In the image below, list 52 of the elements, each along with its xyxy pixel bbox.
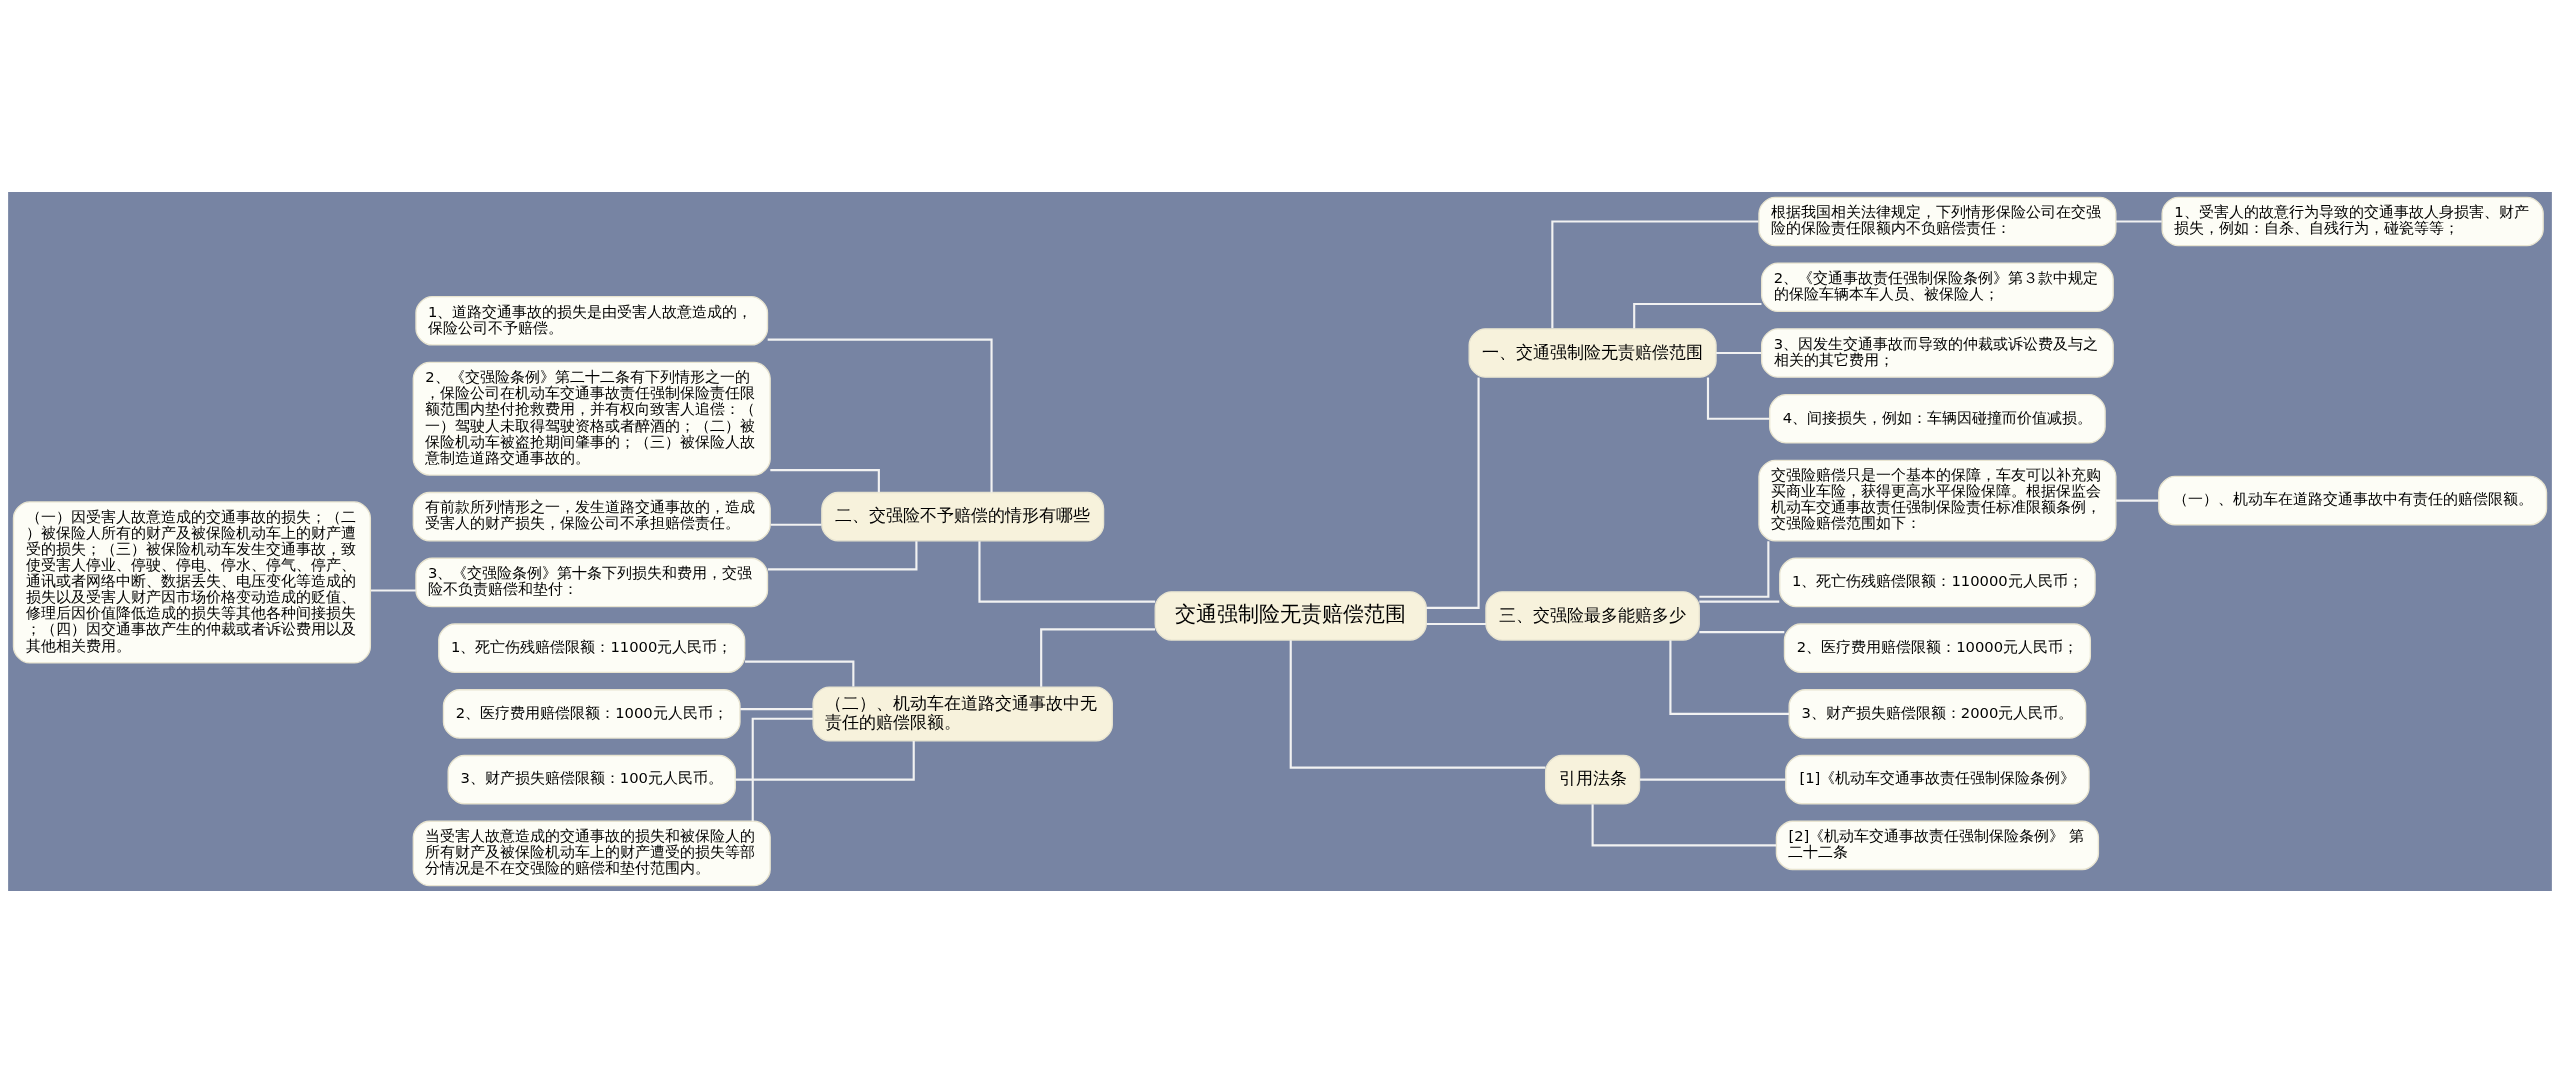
- node-box: 交强险赔偿只是一个基本的保障，车友可以补充购买商业车险，获得更高水平保险保障。根据保监会机动车交通事故责任强制保险责任标准限额条例，交强险赔偿范围如下：: [1758, 459, 2117, 542]
- node-box: 二、交强险不予赔偿的情形有哪些: [821, 491, 1105, 542]
- connector: [1591, 804, 1777, 847]
- node-box: （一）、机动车在道路交通事故中有责任的赔偿限额。: [2158, 475, 2548, 526]
- node-box: 2、医疗费用赔偿限额：10000元人民币；: [1783, 623, 2092, 673]
- connector: [1426, 622, 1486, 626]
- connector: [1706, 377, 1770, 420]
- node-box: 交通强制险无责赔偿范围: [1154, 591, 1427, 641]
- connector: [1426, 377, 1480, 609]
- connector: [751, 717, 813, 822]
- connector: [1699, 631, 1785, 634]
- connector: [1716, 351, 1762, 355]
- connector: [740, 708, 813, 711]
- connector: [1040, 628, 1155, 687]
- connector: [1289, 640, 1546, 769]
- node-box: [1]《机动车交通事故责任强制保险条例》: [1785, 754, 2090, 805]
- connector: [1669, 640, 1790, 715]
- node-box: 3、《交强险条例》第十条下列损失和费用，交强险不负责赔偿和垫付：: [415, 557, 769, 608]
- connector: [2115, 220, 2162, 223]
- node-box: 3、财产损失赔偿限额：100元人民币。: [447, 754, 736, 805]
- connector: [1699, 600, 1780, 603]
- node-box: 有前款所列情形之一，发生道路交通事故的，造成受害人的财产损失，保险公司不承担赔偿责任。: [412, 491, 771, 542]
- connector: [735, 741, 915, 781]
- node-box: 4、间接损失，例如：车辆因碰撞而价值减损。: [1769, 393, 2106, 444]
- connector: [1633, 302, 1762, 329]
- node-box: [2]《机动车交通事故责任强制保险条例》 第二十二条: [1775, 820, 2100, 871]
- connector: [370, 589, 416, 592]
- connector: [770, 469, 880, 493]
- node-box: （二）、机动车在道路交通事故中无责任的赔偿限额。: [812, 686, 1113, 742]
- node-box: 2、医疗费用赔偿限额：1000元人民币；: [442, 689, 741, 739]
- node-box: 三、交强险最多能赔多少: [1485, 591, 1700, 641]
- node-box: 3、因发生交通事故而导致的仲裁或诉讼费及与之相关的其它费用；: [1761, 328, 2114, 378]
- connector: [770, 523, 822, 526]
- connector: [2115, 499, 2159, 502]
- node-box: 当受害人故意造成的交通事故的损失和被保险人的所有财产及被保险机动车上的财产遭受的损失等部分情况是不在交强险的赔偿和垫付范围内。: [412, 820, 771, 887]
- connector: [1551, 220, 1759, 329]
- node-box: 2、《交通事故责任强制保险条例》第３款中规定的保险车辆本车人员、被保险人；: [1761, 262, 2114, 313]
- connector: [745, 660, 855, 687]
- node-box: （一）因受害人故意造成的交通事故的损失；（二）被保险人所有的财产及被保险机动车上的财产遭受的损失；（三）被保险机动车发生交通事故，致使受害人停业、停驶、停电、停水、停气、停产、通讯或者网络中断、数据丢失、电压变化等造成的损失以及受害人财产因市场价格变动造成的贬值、修理后因价值降低造成的损失等其他各种间接损失；（四）因交通事故产生的仲裁或者诉讼费用以及其他相关费用。: [12, 501, 372, 664]
- node-box: 1、死亡伤残赔偿限额：11000元人民币；: [438, 623, 746, 673]
- node-box: 3、财产损失赔偿限额：2000元人民币。: [1788, 689, 2087, 739]
- connector: [1639, 778, 1786, 781]
- node-box: 1、道路交通事故的损失是由受害人故意造成的，保险公司不予赔偿。: [415, 295, 769, 346]
- connector: [1699, 541, 1770, 598]
- node-box: 一、交通强制险无责赔偿范围: [1468, 328, 1717, 378]
- node-box: 1、死亡伤残赔偿限额：110000元人民币；: [1779, 557, 2096, 608]
- node-box: 引用法条: [1545, 754, 1641, 805]
- node-box: 1、受害人的故意行为导致的交通事故人身损害、财产损失，例如：自杀、自残行为，碰瓷等等；: [2161, 196, 2544, 247]
- connector: [767, 338, 993, 493]
- connector: [978, 541, 1156, 603]
- node-box: 2、《交强险条例》第二十二条有下列情形之一的，保险公司在机动车交通事故责任强制保险责任限额范围内垫付抢救费用，并有权向致害人追偿：（一）驾驶人未取得驾驶资格或者醉酒的；（二）被保险机动车被盗抢期间肇事的；（三）被保险人故意制造道路交通事故的。: [412, 361, 771, 476]
- node-box: 根据我国相关法律规定，下列情形保险公司在交强险的保险责任限额内不负赔偿责任：: [1758, 196, 2117, 247]
